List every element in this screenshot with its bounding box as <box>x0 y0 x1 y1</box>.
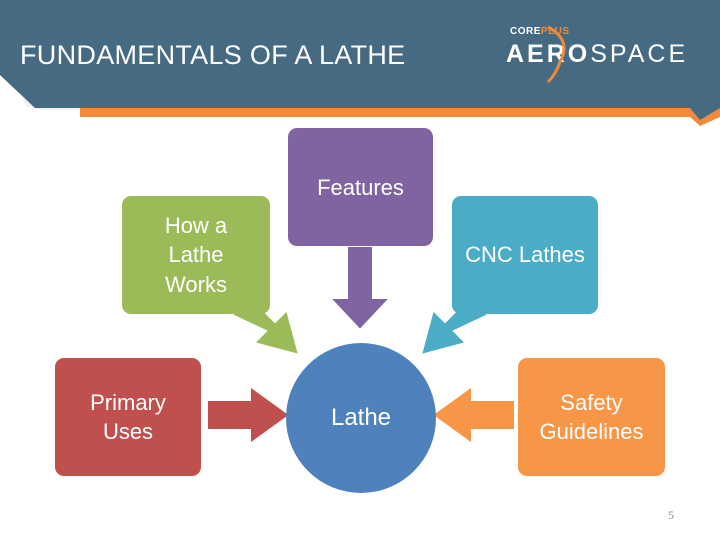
slide-title: FUNDAMENTALS OF A LATHE <box>20 40 406 70</box>
logo-core-text: CORE <box>510 26 541 37</box>
center-circle <box>286 343 436 493</box>
node-primary-uses: Primary Uses <box>55 358 201 476</box>
header-orange-stripe <box>80 107 720 126</box>
logo-swoosh-icon <box>546 25 566 84</box>
node-safety: Safety Guidelines <box>518 358 665 476</box>
node-cnc: CNC Lathes <box>452 196 598 314</box>
arrow-features <box>327 245 393 332</box>
node-how-it-works: How a Lathe Works <box>122 196 270 314</box>
arrow-safety <box>430 384 516 446</box>
arrow-primary-uses <box>206 384 292 446</box>
logo-aero-text: AERO <box>506 40 591 68</box>
header-banner <box>0 0 720 126</box>
node-center-label: Lathe <box>330 404 392 432</box>
logo-aerospace: AEROSPACE <box>506 40 688 69</box>
node-features: Features <box>288 128 433 246</box>
header-band <box>0 0 720 120</box>
page-number: 5 <box>668 508 674 522</box>
node-features-label: Features <box>317 175 404 200</box>
logo-space-text: SPACE <box>590 40 689 68</box>
